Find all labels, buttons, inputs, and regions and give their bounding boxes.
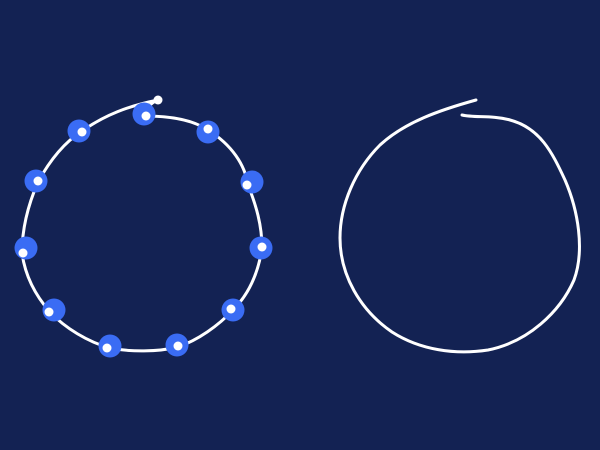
loop-start-point: [153, 95, 163, 105]
smooth-loop: [338, 98, 581, 354]
sampled-loop-nodes: [14, 95, 273, 358]
loop-node-point: [173, 341, 183, 351]
loop-node-point: [242, 180, 252, 190]
loop-node-point: [102, 343, 112, 353]
loop-node: [196, 120, 220, 144]
loop-node-point: [226, 304, 236, 314]
loop-node: [42, 298, 66, 322]
smooth-loop-stroke: [338, 98, 581, 354]
loop-node: [14, 236, 38, 260]
loop-node-point: [44, 307, 54, 317]
loop-node: [221, 298, 245, 322]
loop-node: [98, 334, 122, 358]
loop-node-point: [33, 176, 43, 186]
loop-node: [165, 333, 189, 357]
loop-node-point: [18, 248, 28, 258]
loop-node-point: [203, 124, 213, 134]
loop-node: [240, 170, 264, 194]
sampled-loop: [14, 95, 273, 358]
loop-node: [132, 102, 156, 126]
loop-node: [24, 169, 48, 193]
loop-node: [67, 119, 91, 143]
loop-node-point: [141, 111, 151, 121]
loop-node-point: [257, 242, 267, 252]
loop-node: [249, 236, 273, 260]
loop-node-point: [77, 127, 87, 137]
